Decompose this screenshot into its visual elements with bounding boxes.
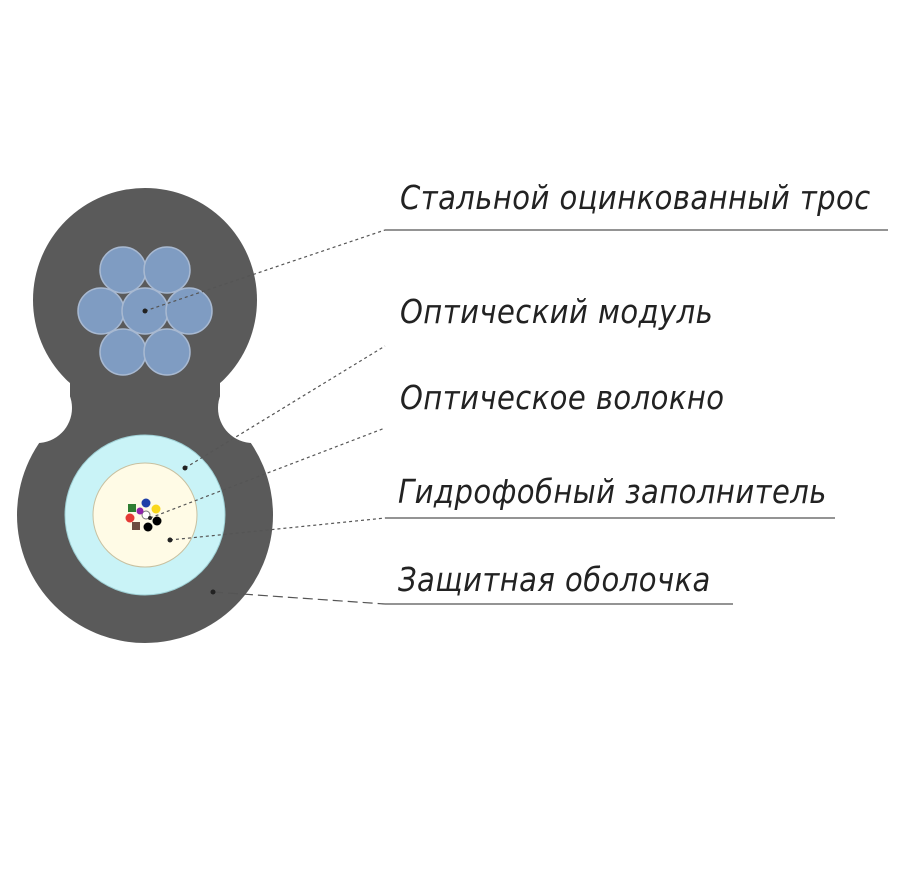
- optical-fiber: [136, 507, 144, 515]
- label-steel-cable: Стальной оцинкованный трос: [400, 178, 871, 217]
- sheath-neck-cutout-right: [218, 373, 288, 443]
- optical-fiber: [141, 510, 151, 520]
- label-protective-sheath: Защитная оболочка: [398, 560, 711, 599]
- leader-lines: [144, 229, 888, 605]
- steel-wire: [99, 328, 147, 376]
- optical-fiber: [128, 504, 136, 512]
- steel-wire: [143, 328, 191, 376]
- leader-dot: [182, 465, 188, 471]
- steel-wire: [165, 287, 213, 335]
- leader-line-steel-cable: [144, 229, 386, 312]
- leader-dot: [167, 537, 173, 543]
- optical-fiber: [143, 522, 153, 532]
- optical-fiber: [125, 513, 135, 523]
- leader-line-filler: [169, 517, 386, 541]
- leader-dot: [148, 516, 152, 520]
- leader-dot: [142, 308, 148, 314]
- optical-fiber: [151, 504, 161, 514]
- steel-cable: [77, 246, 213, 376]
- optical-fiber: [132, 522, 140, 530]
- label-optical-module: Оптический модуль: [400, 292, 714, 331]
- label-hydrophobic-filler: Гидрофобный заполнитель: [398, 472, 827, 511]
- steel-wire: [99, 246, 147, 294]
- optical-fiber: [152, 516, 162, 526]
- steel-wire: [143, 246, 191, 294]
- leader-dot: [210, 589, 216, 595]
- optical-fibers: [125, 498, 162, 532]
- sheath-neck-cutout-left: [2, 373, 72, 443]
- label-optical-fiber: Оптическое волокно: [400, 378, 725, 417]
- optical-fiber: [141, 498, 151, 508]
- steel-wire: [77, 287, 125, 335]
- leader-line-sheath: [212, 591, 386, 605]
- sheath-neck: [70, 350, 220, 440]
- leader-dots: [142, 308, 216, 595]
